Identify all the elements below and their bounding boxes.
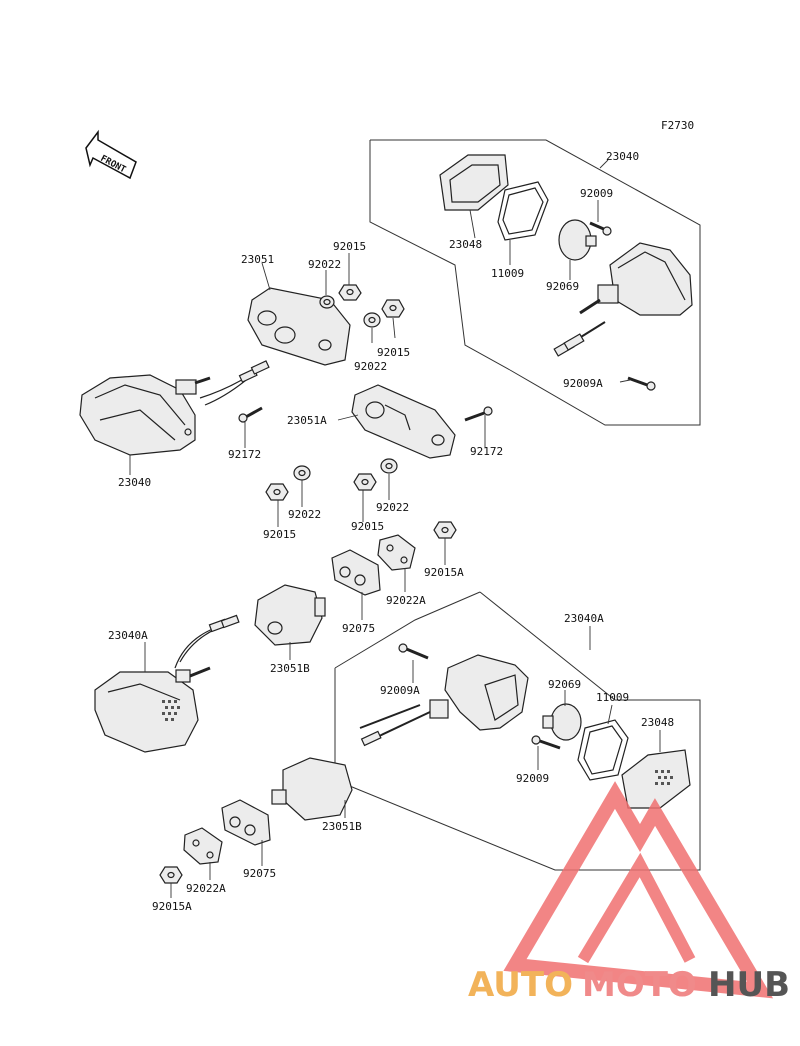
bracket-23051b-lower bbox=[271, 757, 353, 821]
figure-code: F2730 bbox=[661, 119, 694, 132]
screw-92172-left bbox=[238, 406, 263, 423]
washer-92022-a bbox=[319, 295, 335, 309]
frame-lower-right-top bbox=[334, 591, 481, 669]
watermark-text: AUTO MOTO HUB bbox=[468, 965, 790, 1005]
nut-92015a-mid bbox=[433, 521, 457, 539]
frame-upper-right bbox=[370, 139, 701, 426]
label-92022-d: 92022 bbox=[376, 501, 409, 514]
lens-23048-lower bbox=[621, 749, 691, 809]
grommet-92075-lower bbox=[221, 799, 271, 846]
label-92015-a: 92015 bbox=[333, 240, 366, 253]
label-92009a-upper: 92009A bbox=[563, 377, 603, 390]
housing-23040a-lower bbox=[359, 654, 529, 747]
label-11009-upper: 11009 bbox=[491, 267, 524, 280]
label-23040a-left: 23040A bbox=[108, 629, 148, 642]
label-23051a: 23051A bbox=[287, 414, 327, 427]
bulb-92069-lower bbox=[542, 703, 582, 741]
housing-23040-left bbox=[79, 360, 270, 456]
washer-92022-b bbox=[363, 312, 381, 328]
frame-upper-right-inner bbox=[369, 140, 511, 371]
gasket-11009-lower bbox=[577, 719, 629, 781]
screw-92009-lower bbox=[531, 735, 561, 750]
plate-92022a-mid bbox=[377, 534, 416, 571]
housing-23040a-left bbox=[94, 614, 240, 753]
screw-92009a-upper bbox=[627, 376, 656, 391]
bracket-23051b-mid bbox=[254, 584, 326, 646]
label-92015a-mid: 92015A bbox=[424, 566, 464, 579]
label-92015a-lower: 92015A bbox=[152, 900, 192, 913]
nut-92015-b bbox=[381, 299, 405, 318]
nut-92015a-lower bbox=[159, 866, 183, 884]
label-92009a-lower: 92009A bbox=[380, 684, 420, 697]
grommet-92075-mid bbox=[331, 549, 381, 596]
bulb-92069-upper bbox=[558, 219, 597, 261]
label-92022-c: 92022 bbox=[288, 508, 321, 521]
washer-92022-c bbox=[293, 465, 311, 481]
label-23040-left: 23040 bbox=[118, 476, 151, 489]
label-92022-b: 92022 bbox=[354, 360, 387, 373]
label-92009-upper: 92009 bbox=[580, 187, 613, 200]
housing-23040-upper-right bbox=[553, 242, 693, 357]
label-92015-c: 92015 bbox=[263, 528, 296, 541]
label-23048-upper: 23048 bbox=[449, 238, 482, 251]
gasket-11009-upper bbox=[497, 181, 549, 241]
watermark-inner-triangle-icon bbox=[577, 852, 696, 964]
lens-23048-upper bbox=[439, 154, 509, 211]
label-23040a-lower: 23040A bbox=[564, 612, 604, 625]
label-92172-left: 92172 bbox=[228, 448, 261, 461]
bracket-23051a bbox=[351, 384, 456, 459]
label-92009-lower: 92009 bbox=[516, 772, 549, 785]
label-23048-lower: 23048 bbox=[641, 716, 674, 729]
bracket-23051 bbox=[247, 287, 351, 366]
screw-92172-right bbox=[464, 406, 493, 422]
label-92069-upper: 92069 bbox=[546, 280, 579, 293]
watermark-logo bbox=[503, 781, 774, 999]
screw-92009-upper bbox=[589, 221, 612, 236]
plate-92022a-lower bbox=[183, 827, 223, 865]
label-92015-b: 92015 bbox=[377, 346, 410, 359]
label-92022a-lower: 92022A bbox=[186, 882, 226, 895]
label-92075-lower: 92075 bbox=[243, 867, 276, 880]
label-23051b-lower: 23051B bbox=[322, 820, 362, 833]
label-92022-a: 92022 bbox=[308, 258, 341, 271]
washer-92022-d bbox=[380, 458, 398, 474]
front-arrow-icon: FRONT bbox=[85, 129, 137, 180]
label-92069-lower: 92069 bbox=[548, 678, 581, 691]
watermark-triangle-icon bbox=[503, 781, 774, 999]
label-11009-lower: 11009 bbox=[596, 691, 629, 704]
label-92172-right: 92172 bbox=[470, 445, 503, 458]
nut-92015-a bbox=[338, 284, 362, 301]
label-23040-upper: 23040 bbox=[606, 150, 639, 163]
label-23051: 23051 bbox=[241, 253, 274, 266]
label-23051b-mid: 23051B bbox=[270, 662, 310, 675]
watermark-auto: AUTO bbox=[468, 965, 573, 1005]
nut-92015-c bbox=[265, 483, 289, 501]
label-92015-d: 92015 bbox=[351, 520, 384, 533]
watermark-hub: HUB bbox=[708, 965, 790, 1005]
label-92022a-mid: 92022A bbox=[386, 594, 426, 607]
screw-92009a-lower bbox=[398, 643, 429, 660]
leader-lines bbox=[129, 159, 661, 898]
watermark-moto: MOTO bbox=[582, 965, 697, 1005]
part-labels: 23040 92009 23048 11009 92069 92009A 230… bbox=[108, 150, 674, 913]
nut-92015-d bbox=[353, 473, 377, 491]
label-92075-mid: 92075 bbox=[342, 622, 375, 635]
